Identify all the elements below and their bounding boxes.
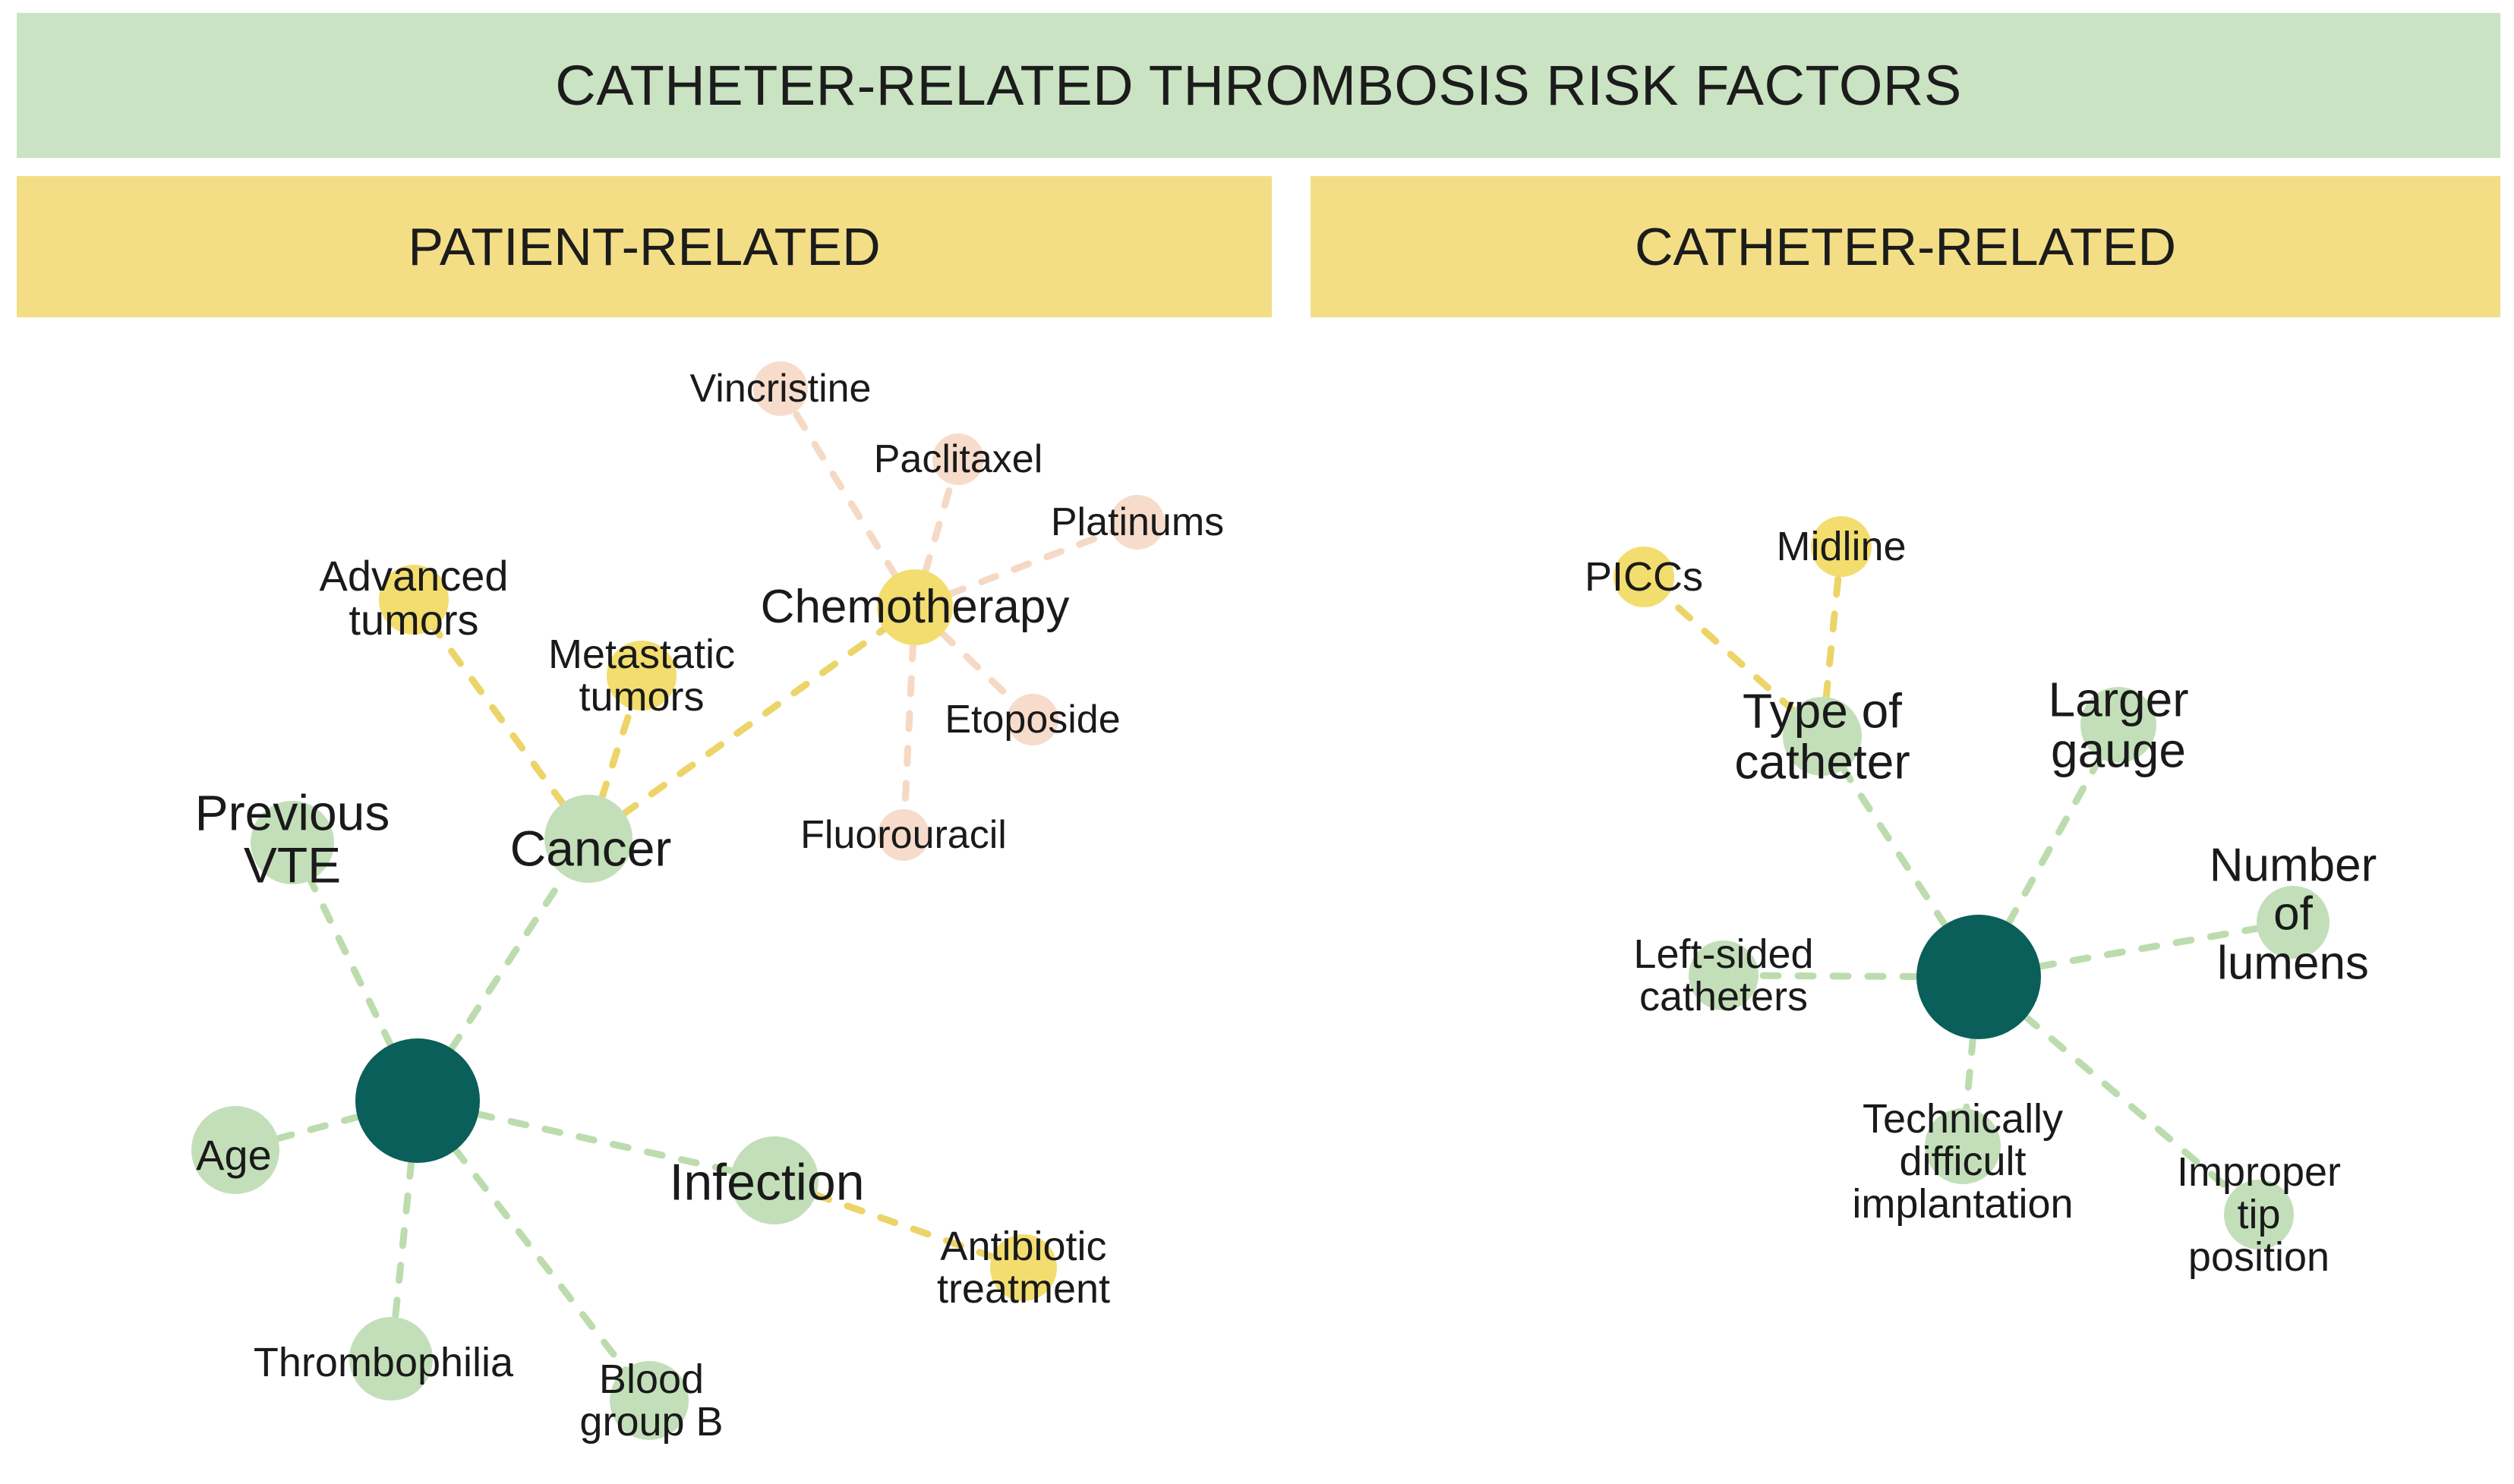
node-age[interactable] (191, 1106, 279, 1194)
node-label-improper-tip-position: Improper tip position (2176, 1148, 2342, 1281)
node-number-of-lumens[interactable] (2257, 886, 2329, 959)
node-metastatic-tumors[interactable] (607, 641, 677, 710)
node-label-etoposide: Etoposide (945, 697, 1121, 742)
node-label-advanced-tumors: Advanced tumors (319, 551, 509, 644)
node-label-antibiotic-treatment: Antibiotic treatment (936, 1223, 1111, 1312)
node-label-number-of-lumens: Number of lumens (2209, 839, 2377, 990)
node-piccs[interactable] (1613, 547, 1674, 607)
section-title-catheter-related: CATHETER-RELATED (1634, 217, 2177, 276)
node-label-type-of-catheter: Type of catheter (1734, 683, 1910, 789)
edge-patient-hub-to-cancer (447, 871, 569, 1054)
node-patient-hub[interactable] (355, 1038, 480, 1163)
edge-catheter-hub-to-larger-gauge (2005, 753, 2105, 928)
node-label-larger-gauge: Larger gauge (2048, 672, 2189, 777)
edge-chemotherapy-to-etoposide (938, 629, 1019, 707)
node-label-left-sided-catheters: Left-sided catheters (1633, 931, 1814, 1019)
node-vincristine[interactable] (753, 361, 808, 416)
node-label-piccs: PICCs (1584, 553, 1704, 600)
edge-chemotherapy-to-paclitaxel (921, 479, 955, 576)
node-paclitaxel[interactable] (932, 433, 984, 485)
node-advanced-tumors[interactable] (379, 565, 449, 635)
edge-chemotherapy-to-fluorouracil (901, 640, 917, 814)
edge-cancer-to-metastatic-tumors (598, 704, 635, 802)
node-larger-gauge[interactable] (2080, 687, 2156, 763)
edge-type-of-catheter-to-midline (1822, 572, 1842, 702)
node-technically-difficult-implantation[interactable] (1925, 1108, 2001, 1184)
node-label-blood-group-b: Blood group B (579, 1356, 724, 1445)
node-label-thrombophilia: Thrombophilia (253, 1339, 514, 1385)
edge-patient-hub-to-age (273, 1113, 363, 1142)
node-label-fluorouracil: Fluorouracil (800, 812, 1007, 857)
node-improper-tip-position[interactable] (2224, 1180, 2294, 1249)
node-label-infection: Infection (669, 1153, 865, 1211)
edge-patient-hub-to-blood-group-b (451, 1145, 629, 1374)
node-label-paclitaxel: Paclitaxel (873, 436, 1043, 481)
section-band-patient-related: PATIENT-RELATED (17, 176, 1272, 317)
node-catheter-hub[interactable] (1916, 915, 2041, 1039)
node-antibiotic-treatment[interactable] (990, 1234, 1057, 1301)
edge-patient-hub-to-thrombophilia (391, 1158, 415, 1322)
node-label-midline: Midline (1776, 523, 1907, 569)
node-cancer[interactable] (544, 795, 632, 883)
node-label-cancer: Cancer (509, 820, 672, 877)
section-band-catheter-related: CATHETER-RELATED (1311, 176, 2500, 317)
node-label-previous-vte: Previous VTE (194, 784, 390, 893)
node-label-platinums: Platinums (1050, 499, 1225, 544)
edge-cancer-to-advanced-tumors (430, 623, 567, 808)
node-infection[interactable] (730, 1136, 819, 1224)
node-previous-vte[interactable] (251, 801, 334, 884)
node-blood-group-b[interactable] (610, 1361, 689, 1440)
title-band: CATHETER-RELATED THROMBOSIS RISK FACTORS (17, 13, 2500, 158)
node-label-age: Age (196, 1130, 272, 1179)
node-label-vincristine: Vincristine (689, 366, 872, 411)
edge-patient-hub-to-previous-vte (306, 875, 395, 1050)
node-etoposide[interactable] (1007, 694, 1058, 745)
page-title: CATHETER-RELATED THROMBOSIS RISK FACTORS (555, 54, 1962, 117)
edge-chemotherapy-to-vincristine (790, 407, 900, 580)
node-chemotherapy[interactable] (877, 569, 953, 645)
node-thrombophilia[interactable] (349, 1317, 433, 1401)
section-title-patient-related: PATIENT-RELATED (408, 217, 881, 276)
node-label-technically-difficult-implantation: Technically difficult implantation (1852, 1095, 2074, 1227)
node-type-of-catheter[interactable] (1783, 697, 1862, 776)
node-midline[interactable] (1811, 516, 1872, 577)
node-platinums[interactable] (1110, 495, 1165, 550)
node-label-chemotherapy: Chemotherapy (760, 580, 1070, 633)
edge-catheter-hub-to-type-of-catheter (1839, 764, 1949, 930)
node-fluorouracil[interactable] (878, 809, 929, 861)
node-label-metastatic-tumors: Metastatic tumors (547, 631, 736, 720)
node-left-sided-catheters[interactable] (1689, 940, 1759, 1010)
